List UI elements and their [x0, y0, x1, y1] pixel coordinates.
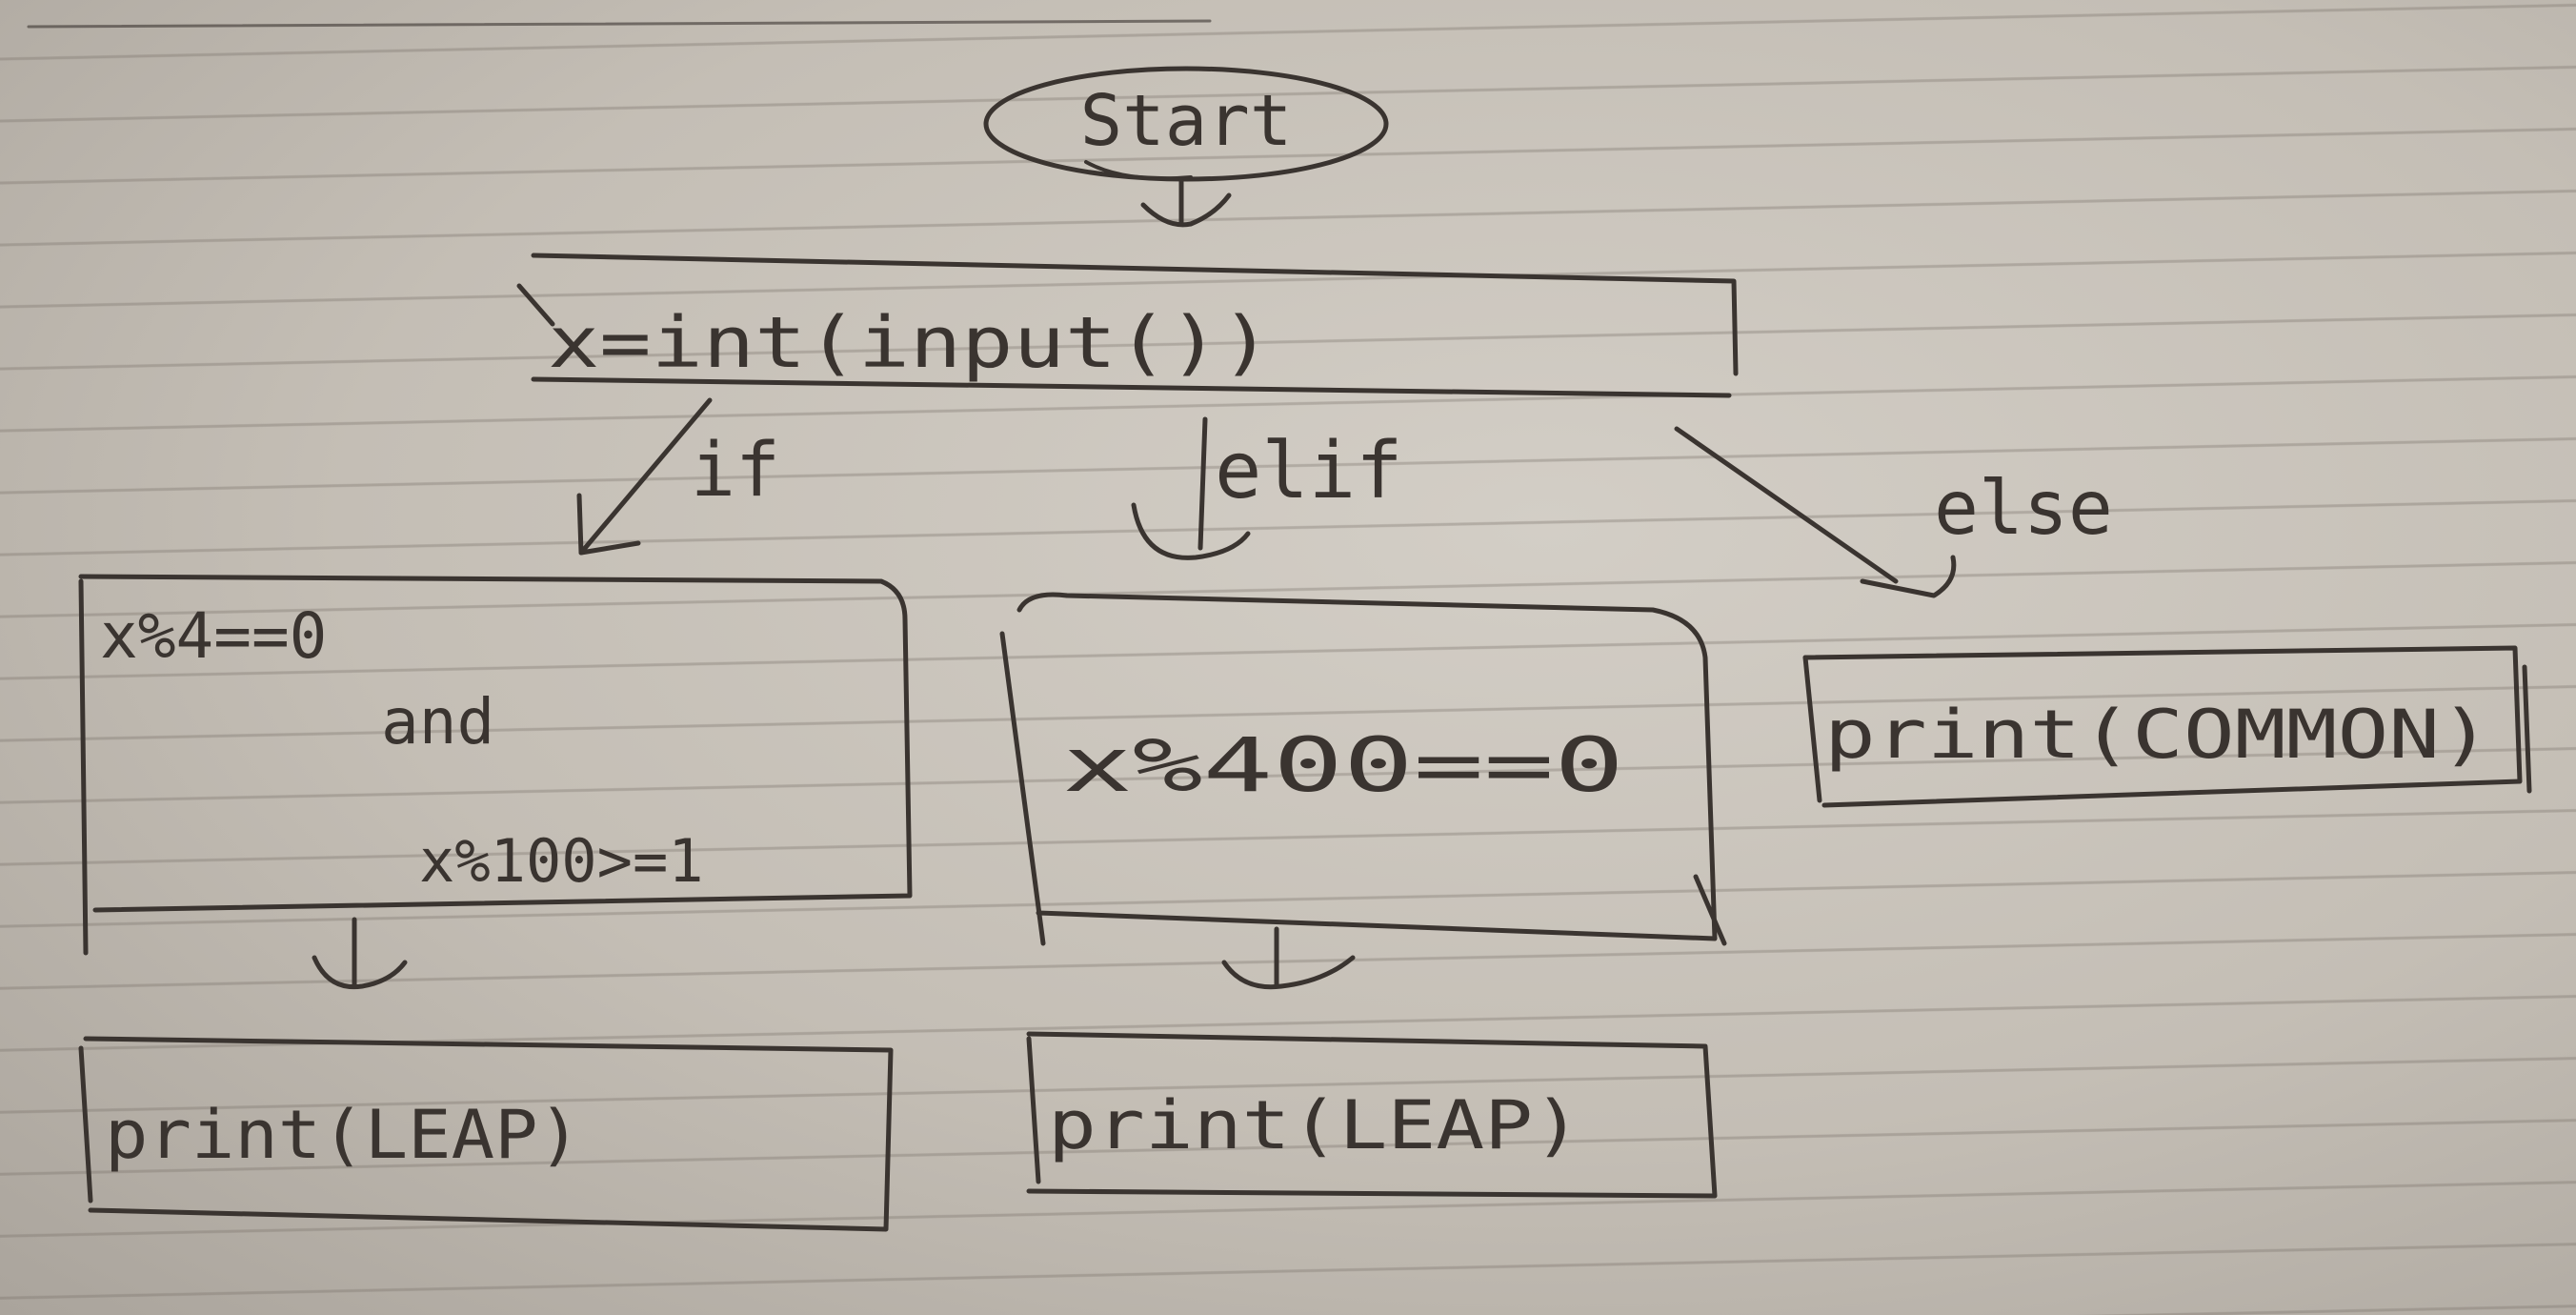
print-leap-label-2: print(LEAP) [1048, 1086, 1581, 1164]
edge-if: if [576, 397, 780, 556]
print-common-node: print(COMMON) [1802, 645, 2532, 808]
arrow-if-to-print [312, 917, 408, 990]
arrow-start-to-input [1140, 178, 1232, 228]
elif-condition-label: x%400==0 [1062, 723, 1624, 809]
start-label: Start [1080, 80, 1293, 162]
print-leap-label-1: print(LEAP) [105, 1096, 581, 1174]
input-label: x=int(input()) [548, 302, 1272, 384]
print-common-label: print(COMMON) [1824, 696, 2491, 774]
elif-condition-node: x%400==0 [999, 592, 1727, 946]
if-condition-line1: x%4==0 [100, 599, 327, 673]
if-condition-line2: and [381, 685, 494, 759]
if-condition-line3: x%100>=1 [419, 826, 704, 896]
arrow-elif-to-print [1221, 926, 1356, 990]
print-leap-node-1: print(LEAP) [78, 1036, 894, 1232]
edge-elif-label: elif [1215, 426, 1402, 516]
start-node: Start [983, 66, 1389, 182]
input-node: x=int(input()) [516, 253, 1739, 398]
if-condition-node: x%4==0 and x%100>=1 [78, 574, 913, 956]
edge-elif: elif [1131, 416, 1402, 560]
print-leap-node-2: print(LEAP) [1026, 1031, 1718, 1199]
page-top-line [27, 19, 1212, 29]
edge-else: else [1674, 426, 2113, 598]
edge-if-label: if [691, 428, 780, 514]
edge-else-label: else [1934, 466, 2113, 552]
